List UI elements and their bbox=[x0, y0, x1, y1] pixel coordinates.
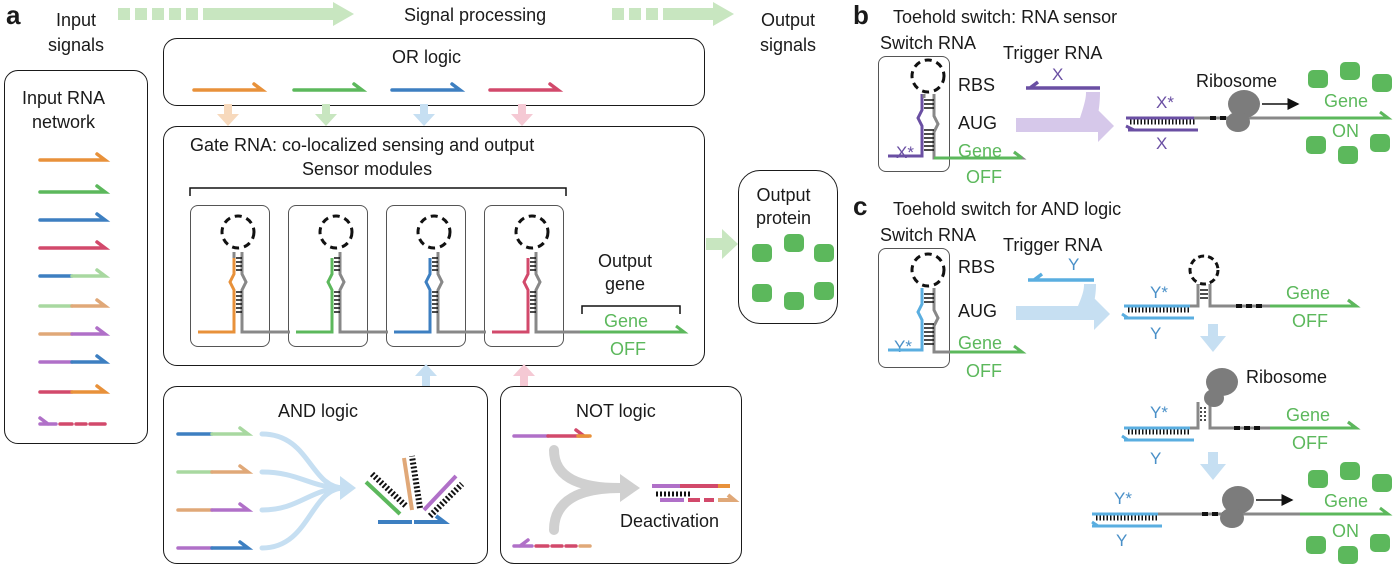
panel-b-x-star-bound: X* bbox=[1156, 93, 1174, 112]
or-logic-box bbox=[163, 38, 705, 106]
input-rna-strands bbox=[38, 152, 111, 426]
panel-b-trigger-strand bbox=[1026, 80, 1100, 90]
sensor-module-4 bbox=[484, 205, 564, 347]
and-logic-graphics bbox=[176, 426, 347, 551]
output-gene-bracket bbox=[581, 305, 681, 314]
panel-c-step2 bbox=[1121, 402, 1361, 442]
output-gene-label: Output gene bbox=[598, 251, 653, 295]
panel-c-protein-blobs bbox=[1306, 462, 1392, 564]
panel-c-trigger-strand bbox=[1028, 272, 1094, 282]
not-logic-merge-arrow bbox=[620, 474, 640, 502]
input-rna-network-label: Input RNA network bbox=[22, 88, 106, 133]
gate-to-protein-arrow bbox=[706, 229, 738, 259]
panel-c-step2-y: Y bbox=[1150, 449, 1162, 468]
and-to-gate-arrow bbox=[415, 364, 437, 386]
panel-c-gene-off-off: OFF bbox=[966, 361, 1002, 381]
panel-c-ribosome-shape bbox=[1204, 368, 1238, 407]
panel-c-title: Toehold switch for AND logic bbox=[893, 199, 1122, 219]
panel-c-step2-off: OFF bbox=[1292, 433, 1328, 453]
sensor-hairpins bbox=[198, 214, 689, 334]
panel-b-trigger-rna: Trigger RNA bbox=[1003, 43, 1103, 63]
panel-c-rbs: RBS bbox=[958, 257, 996, 277]
sensor-modules-bracket bbox=[189, 187, 567, 196]
or-to-gate-arrows bbox=[217, 104, 533, 126]
panel-b-gene-off-off: OFF bbox=[966, 167, 1002, 187]
not-logic-graphics bbox=[512, 428, 625, 548]
output-protein-label: Output protein bbox=[756, 185, 812, 229]
input-signals-label: Input signals bbox=[48, 10, 105, 56]
gate-off-label: OFF bbox=[610, 339, 646, 359]
gate-rna-title: Gate RNA: co-localized sensing and outpu… bbox=[190, 135, 535, 155]
panel-a-label: a bbox=[6, 0, 21, 30]
panel-c-step1 bbox=[1121, 254, 1361, 320]
panel-c-switch-rna: Switch RNA bbox=[880, 225, 977, 245]
panel-b-switch-hairpin bbox=[888, 58, 1027, 160]
output-protein-box bbox=[738, 170, 838, 324]
panel-b-label: b bbox=[853, 0, 869, 30]
panel-b-x-trigger: X bbox=[1052, 65, 1064, 84]
panel-c-down-arrow-2 bbox=[1200, 452, 1226, 480]
panel-c-ribosome-shape-2 bbox=[1220, 486, 1254, 528]
panel-c-trigger-rna: Trigger RNA bbox=[1003, 235, 1103, 255]
input-rna-network-box bbox=[4, 70, 148, 444]
output-signals-label: Output signals bbox=[760, 10, 817, 56]
panel-b-rbs: RBS bbox=[958, 75, 996, 95]
panel-c-down-arrow-1 bbox=[1200, 324, 1226, 352]
panel-c-step3-y: Y bbox=[1116, 531, 1128, 550]
panel-c-ribosome: Ribosome bbox=[1246, 367, 1328, 387]
panel-c-switch-box bbox=[878, 248, 950, 368]
panel-b-switch-rna: Switch RNA bbox=[880, 33, 977, 53]
panel-c-step1-y-star: Y* bbox=[1150, 283, 1168, 302]
gate-rna-box bbox=[163, 126, 705, 366]
not-logic-label: NOT logic bbox=[576, 401, 656, 421]
sensor-module-2 bbox=[288, 205, 368, 347]
panel-c-step3-on: ON bbox=[1332, 521, 1359, 541]
panel-c-switch-hairpin bbox=[888, 252, 1027, 354]
panel-b-title: Toehold switch: RNA sensor bbox=[893, 7, 1118, 27]
panel-c-step3-y-star: Y* bbox=[1114, 489, 1132, 508]
panel-c-label: c bbox=[853, 191, 868, 221]
and-logic-label: AND logic bbox=[278, 401, 359, 421]
panel-b-x-bound: X bbox=[1156, 134, 1168, 153]
and-logic-complex bbox=[364, 455, 465, 524]
sensor-modules-label: Sensor modules bbox=[302, 159, 433, 179]
panel-b-gene-off-gene: Gene bbox=[958, 141, 1003, 161]
panel-c-step1-off: OFF bbox=[1292, 311, 1328, 331]
not-to-gate-arrow bbox=[513, 364, 535, 386]
panel-b-aug: AUG bbox=[958, 113, 998, 133]
panel-c-trigger-arrow bbox=[1016, 284, 1110, 330]
or-logic-label: OR logic bbox=[392, 47, 462, 67]
or-logic-strands bbox=[192, 82, 564, 92]
panel-b-protein-blobs bbox=[1306, 62, 1392, 164]
gate-gene-label: Gene bbox=[604, 311, 649, 331]
not-logic-box bbox=[500, 386, 742, 564]
panel-b-ribosome: Ribosome bbox=[1196, 71, 1278, 91]
not-logic-complex bbox=[652, 484, 740, 502]
sensor-module-1 bbox=[190, 205, 270, 347]
and-logic-box bbox=[163, 386, 488, 564]
output-protein-blobs bbox=[752, 234, 834, 310]
deactivation-label: Deactivation bbox=[620, 511, 720, 531]
panel-c-step2-y-star: Y* bbox=[1150, 403, 1168, 422]
panel-b-gene-on-on: ON bbox=[1332, 121, 1359, 141]
panel-b-gene-on-gene: Gene bbox=[1324, 91, 1369, 111]
panel-c-step2-gene: Gene bbox=[1286, 405, 1331, 425]
panel-b-ribosome-shape bbox=[1226, 90, 1260, 132]
and-logic-merge-arrow bbox=[340, 476, 356, 500]
panel-c-y-trigger: Y bbox=[1068, 255, 1080, 274]
panel-b-switch-box bbox=[878, 56, 950, 172]
panel-c-step3-gene: Gene bbox=[1324, 491, 1369, 511]
signal-processing-label: Signal processing bbox=[404, 5, 547, 25]
panel-c-aug: AUG bbox=[958, 301, 998, 321]
panel-c-step1-gene: Gene bbox=[1286, 283, 1331, 303]
sensor-module-3 bbox=[386, 205, 466, 347]
signal-flow-arrows bbox=[118, 2, 734, 26]
panel-c-gene-off-gene: Gene bbox=[958, 333, 1003, 353]
panel-c-step1-y: Y bbox=[1150, 324, 1162, 343]
panel-b-trigger-arrow bbox=[1016, 92, 1114, 142]
